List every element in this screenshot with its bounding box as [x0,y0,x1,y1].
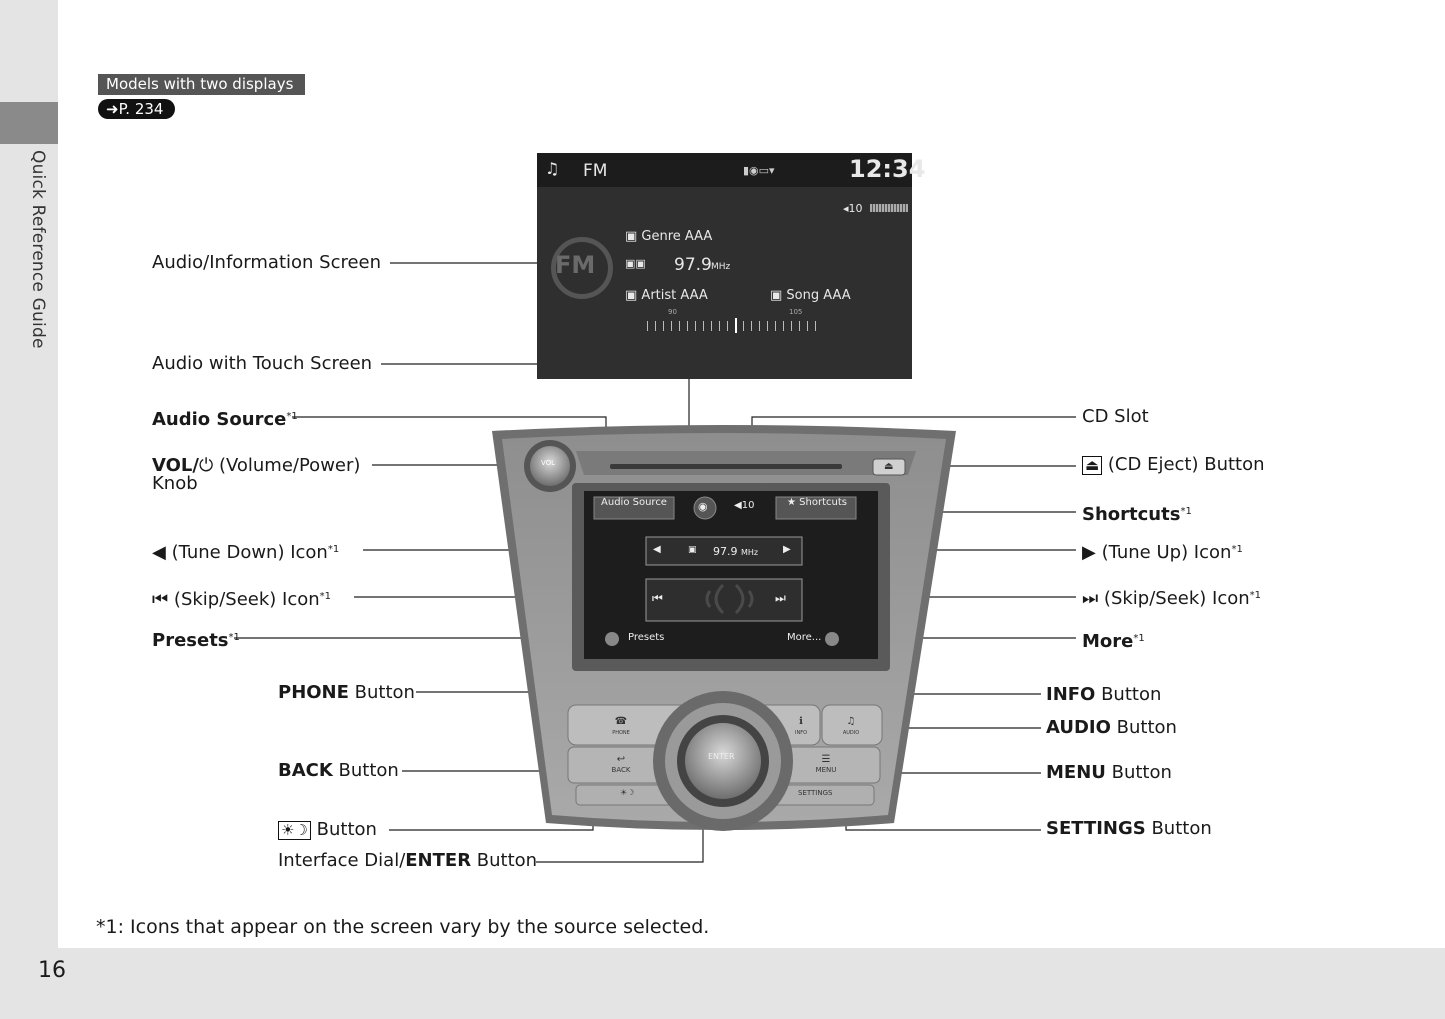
song-icon: ▣ [770,288,787,303]
label-tune-up: ▶ (Tune Up) Icon*1 [1082,542,1243,563]
label-skip-seek-forward: ⏭ (Skip/Seek) Icon*1 [1082,588,1262,609]
label-phone-button: PHONE Button [278,682,415,703]
back-button[interactable]: ↩BACK [611,754,631,774]
day-night-icon: ☀☽ [620,788,635,797]
label-cd-slot: CD Slot [1082,406,1149,427]
screen-clock: 12:34 [849,155,926,183]
label-day-night-button: ☀☽ Button [278,820,377,840]
preset-number-icon: ▣ [688,545,697,555]
label-more: More*1 [1082,631,1145,652]
music-note-icon: ♫ [846,716,856,727]
fm-logo [551,237,613,299]
eject-icon: ⏏ [884,461,894,472]
unit-volume: ◀10 [734,500,755,511]
label-cd-eject: ⏏ (CD Eject) Button [1082,455,1265,475]
phone-button[interactable]: ☎PHONE [612,716,630,736]
scale-high: 105 [789,308,803,316]
skip-back-button[interactable]: ⏮ [652,591,663,605]
label-audio-button: AUDIO Button [1046,717,1177,738]
fm-logo-text: FM [555,251,596,279]
audio-info-screen: ♫ FM ▮◉▭▾ 12:34 ◂10 FM ▣ Genre AAA ▣▣ 97… [537,153,925,379]
footnote: *1: Icons that appear on the screen vary… [96,916,710,938]
artist-icon: ▣ [625,288,642,303]
more-button[interactable]: More... [787,632,822,643]
tune-down-icon: ◀ [152,542,166,563]
screen-frequency: 97.9 [674,255,712,275]
day-night-button[interactable]: ☀☽ [620,788,634,797]
screen-volume: ◂10 [843,202,863,215]
preset-icon: ▣▣ [625,257,646,270]
page-reference-link[interactable]: ➜P. 234 [98,99,176,119]
tune-down-button[interactable]: ◀ [653,544,661,555]
label-skip-seek-back: ⏮ (Skip/Seek) Icon*1 [152,589,332,610]
label-presets: Presets*1 [152,630,240,651]
scale-low: 90 [668,308,677,316]
day-night-icon: ☀☽ [278,821,311,840]
back-icon: ↩ [616,754,626,765]
genre-icon: ▣ [625,229,642,244]
label-settings-button: SETTINGS Button [1046,818,1212,839]
label-audio-source: Audio Source*1 [152,409,298,430]
label-menu-button: MENU Button [1046,762,1172,783]
label-audio-info-screen: Audio/Information Screen [152,252,382,273]
radio-icon: ◉ [698,500,708,513]
side-strip [0,0,58,1019]
menu-icon: ☰ [821,754,831,765]
presets-button[interactable]: Presets [628,632,665,643]
volume-bar [870,204,908,212]
section-title: Quick Reference Guide [28,150,48,349]
cd-eject-button[interactable]: ⏏ [873,459,905,475]
audio-source-button[interactable]: Audio Source [601,497,667,508]
menu-button[interactable]: ☰MENU [815,754,837,774]
genre-text: ▣ Genre AAA [625,229,713,244]
frequency-row: ▣▣ [625,256,646,271]
phone-icon: ☎ [614,716,628,727]
screen-unit: MHz [711,262,731,272]
power-icon: ⏻ [198,455,214,476]
models-tag: Models with two displays [98,74,306,95]
skip-forward-icon: ⏭ [1082,588,1099,609]
section-tab [0,102,58,144]
settings-button[interactable]: SETTINGS [798,789,833,797]
label-knob: Knob [152,473,198,494]
star-icon: ★ [787,497,800,508]
cd-slot[interactable] [611,464,841,470]
arrow-right-icon: ➜ [106,100,119,118]
interface-dial-enter[interactable]: ENTER [708,752,735,761]
head-unit [492,425,956,831]
song-text: ▣ Song AAA [770,288,851,303]
screen-source: FM [583,161,608,181]
music-note-icon: ♫ [545,159,560,178]
status-icons: ▮◉▭▾ [743,164,775,177]
screen-status-bar [537,153,912,187]
speaker-icon: ◀ [734,500,742,511]
speaker-icon: ◂ [843,202,849,215]
page-number: 16 [38,958,66,983]
skip-back-icon: ⏮ [152,589,169,610]
label-back-button: BACK Button [278,760,399,781]
label-vol-knob: VOL/⏻ (Volume/Power) [152,455,361,476]
vol-power-knob[interactable] [528,445,572,489]
footer-strip [0,948,1445,1019]
unit-frequency: 97.9 MHz [713,545,759,558]
tuning-needle [735,318,737,333]
tune-up-button[interactable]: ▶ [783,544,791,555]
label-info-button: INFO Button [1046,684,1162,705]
info-icon: ℹ [799,716,803,727]
label-tune-down: ◀ (Tune Down) Icon*1 [152,542,340,563]
audio-button[interactable]: ♫AUDIO [842,716,860,736]
vol-knob-label: VOL [541,459,556,467]
shortcuts-button[interactable]: ★ Shortcuts [787,497,847,508]
label-audio-touch-screen: Audio with Touch Screen [152,353,373,374]
label-shortcuts: Shortcuts*1 [1082,504,1192,525]
artist-text: ▣ Artist AAA [625,288,708,303]
skip-forward-button[interactable]: ⏭ [775,591,786,605]
eject-icon: ⏏ [1082,456,1103,475]
label-interface-dial: Interface Dial/ENTER Button [278,850,538,871]
tune-up-icon: ▶ [1082,542,1096,563]
